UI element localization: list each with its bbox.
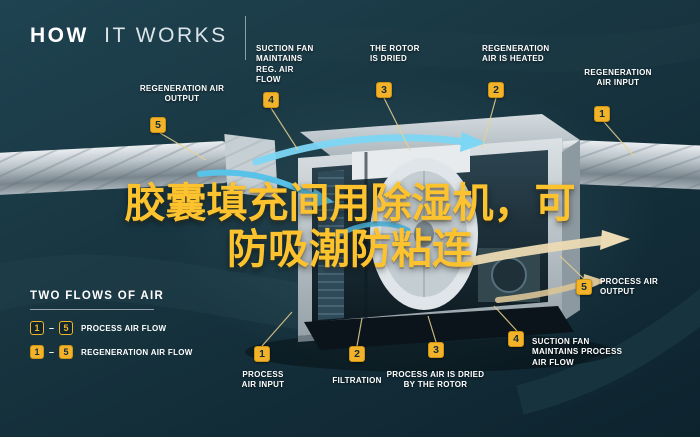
overlay-line-2: 防吸潮防粘连 (227, 224, 473, 273)
overlay-line-1: 胶囊填充间用除湿机，可 (124, 179, 576, 227)
title-divider (245, 16, 246, 60)
callout-label-regeneration-air-heated: REGENERATION AIR IS HEATED (482, 44, 550, 64)
legend-badge-process-from: 1 (30, 321, 44, 335)
machine-body (298, 114, 580, 350)
overlay-headline: 胶囊填充间用除湿机，可 防吸潮防粘连 (0, 179, 700, 273)
left-duct (0, 134, 278, 199)
callout-label-regeneration-air-output: REGENERATION AIR OUTPUT (139, 84, 225, 104)
step-badge-process-1: 1 (254, 346, 270, 362)
callout-label-regeneration-air-input: REGENERATION AIR INPUT (584, 68, 652, 88)
callout-connector-lines (159, 97, 635, 347)
step-badge-regeneration-4: 4 (263, 92, 279, 108)
legend-row-process: 1 – 5 PROCESS AIR FLOW (30, 321, 193, 335)
legend-dash: – (49, 323, 55, 333)
step-badge-regeneration-2: 2 (488, 82, 504, 98)
title-how: HOW (30, 24, 89, 47)
callout-label-process-air-input: PROCESS AIR INPUT (241, 370, 285, 390)
legend-badge-regen-from: 1 (30, 345, 44, 359)
legend-label-regeneration: REGENERATION AIR FLOW (81, 347, 193, 357)
callout-label-process-air-output: PROCESS AIR OUTPUT (600, 277, 659, 297)
callout-label-process-air-dried: PROCESS AIR IS DRIED BY THE ROTOR (386, 370, 485, 390)
step-badge-regeneration-5: 5 (150, 117, 166, 133)
legend-badge-process-to: 5 (59, 321, 74, 335)
rotor (370, 158, 478, 310)
legend-row-regeneration: 1 – 5 REGENERATION AIR FLOW (30, 345, 193, 359)
step-badge-regeneration-1: 1 (594, 106, 610, 122)
callout-label-rotor-is-dried: THE ROTOR IS DRIED (370, 44, 420, 64)
legend-label-process: PROCESS AIR FLOW (81, 323, 167, 333)
base-plinth (304, 306, 574, 350)
step-badge-regeneration-3: 3 (376, 82, 392, 98)
title-it-works: IT WORKS (104, 24, 228, 47)
legend-two-flows: TWO FLOWS OF AIR 1 – 5 PROCESS AIR FLOW … (30, 290, 193, 369)
legend-badge-regen-to: 5 (59, 345, 74, 359)
legend-divider (30, 309, 154, 310)
callout-label-suction-fan-reg: SUCTION FAN MAINTAINS REG. AIR FLOW (256, 44, 314, 85)
step-badge-process-5: 5 (576, 279, 592, 295)
airflow-arrows (197, 132, 630, 303)
callout-label-filtration: FILTRATION (332, 376, 382, 385)
step-badge-process-3: 3 (428, 342, 444, 358)
callout-label-suction-fan-process: SUCTION FAN MAINTAINS PROCESS AIR FLOW (532, 337, 623, 367)
legend-title: TWO FLOWS OF AIR (30, 290, 165, 302)
legend-dash: – (49, 347, 55, 357)
page-title: HOW IT WORKS (30, 24, 228, 48)
step-badge-process-2: 2 (349, 346, 365, 362)
step-badge-process-4: 4 (508, 331, 524, 347)
